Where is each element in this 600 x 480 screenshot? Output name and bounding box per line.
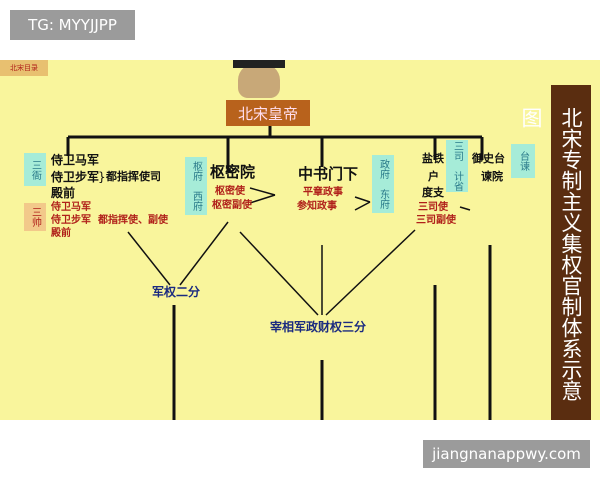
military-split-label: 军权二分 <box>152 285 201 299</box>
sansi-head: 都指挥使、副使 <box>98 215 168 226</box>
sansi-label: 三帅 <box>24 203 46 231</box>
censor-side: 台谏 <box>511 144 535 178</box>
sanya-head: 都指挥使司 <box>106 170 161 183</box>
diagram: 北宋目录 北宋皇帝 北宋专制主义集权官制体系示意图 三衙 侍卫马军 侍卫步军 殿… <box>0 60 600 420</box>
sansi-item: 侍卫步军 <box>51 215 91 226</box>
watermark-top: TG: MYYJJPP <box>10 10 135 40</box>
diagram-title: 北宋专制主义集权官制体系示意图 <box>519 85 591 420</box>
zhongshu-officer: 平章政事 <box>303 187 343 198</box>
emperor-box: 北宋皇帝 <box>226 100 310 126</box>
sansi-dept: 度支 <box>422 186 444 199</box>
censor-dept: 御史台 <box>472 152 505 165</box>
zhongshu-name: 中书门下 <box>298 165 359 183</box>
sansi-item: 殿前 <box>51 228 71 239</box>
sanya-label: 三衙 <box>24 153 46 186</box>
watermark-bottom: jiangnanappwy.com <box>423 440 590 468</box>
emperor-portrait <box>238 62 280 98</box>
sansi-officer: 三司使 <box>418 202 448 213</box>
shumi-side: 枢府 西府 <box>185 157 207 215</box>
shumi-officer: 枢密使 <box>215 186 245 197</box>
sanya-item: 侍卫步军 <box>51 170 100 184</box>
corner-tag: 北宋目录 <box>0 60 48 76</box>
connector-lines <box>66 126 492 420</box>
sanya-item: 殿前 <box>51 186 76 200</box>
sansi-dept: 盐铁 <box>422 152 444 165</box>
sansi-item: 侍卫马军 <box>51 202 91 213</box>
zhongshu-officer: 参知政事 <box>297 201 337 212</box>
censor-dept: 谏院 <box>481 170 503 183</box>
sansi-officer: 三司副使 <box>416 215 456 226</box>
shumi-officer: 枢密副使 <box>212 200 252 211</box>
emperor-hat <box>233 60 285 68</box>
zhongshu-side: 政府 东府 <box>372 155 394 213</box>
power-split-label: 宰相军政财权三分 <box>270 320 367 334</box>
sansi-side: 三司 计省 <box>446 140 468 192</box>
sansi-dept: 户 <box>428 170 439 183</box>
shumi-name: 枢密院 <box>210 163 256 181</box>
sanya-item: 侍卫马军 <box>51 153 100 167</box>
